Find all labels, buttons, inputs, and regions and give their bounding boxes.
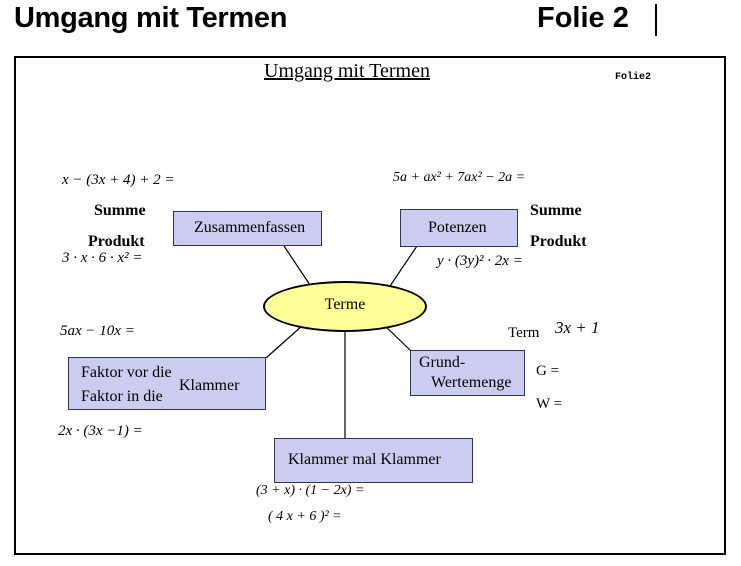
node-ellipse-terme[interactable]: Terme bbox=[263, 281, 427, 332]
node-box-klammer-mal-klammer[interactable]: Klammer mal Klammer bbox=[274, 438, 473, 483]
node-box-zusammenfassen[interactable]: Zusammenfassen bbox=[173, 211, 322, 246]
label-summe-right: Summe bbox=[530, 202, 582, 219]
label-produkt-left: Produkt bbox=[88, 233, 145, 250]
expression-lower-left: 2x · (3x −1) = bbox=[58, 423, 143, 439]
expression-term-example: 3x + 1 bbox=[555, 318, 600, 337]
node-box-potenzen[interactable]: Potenzen bbox=[400, 209, 518, 247]
expression-left-product: 3 · x · 6 · x² = bbox=[62, 250, 143, 266]
label-wertemenge: W = bbox=[536, 396, 563, 412]
node-label-potenzen: Potenzen bbox=[428, 219, 487, 236]
expression-right-power: y · (3y)² · 2x = bbox=[437, 253, 523, 269]
window-title-bar: Umgang mit Termen Folie 2 bbox=[0, 0, 741, 48]
node-label-zusammenfassen: Zusammenfassen bbox=[194, 219, 306, 236]
label-produkt-right: Produkt bbox=[530, 233, 587, 250]
node-label-klammer-mal-klammer: Klammer mal Klammer bbox=[288, 451, 441, 468]
node-box-faktor-klammer[interactable]: Faktor vor die Faktor in die Klammer bbox=[68, 357, 266, 410]
node-label-wertemenge: Wertemenge bbox=[431, 374, 512, 391]
node-label-klammer: Klammer bbox=[179, 377, 240, 394]
label-grundmenge: G = bbox=[536, 363, 560, 379]
text-caret bbox=[655, 4, 657, 36]
expression-mid-left: 5ax − 10x = bbox=[60, 323, 135, 339]
expression-bottom-1: (3 + x) · (1 − 2x) = bbox=[256, 483, 365, 498]
node-label-terme: Terme bbox=[324, 296, 366, 313]
expression-bottom-2: ( 4 x + 6 )² = bbox=[268, 509, 342, 524]
node-label-faktor-in-die: Faktor in die bbox=[81, 388, 163, 405]
node-box-grund-wertemenge[interactable]: Grund- Wertemenge bbox=[410, 350, 525, 396]
label-term: Term bbox=[508, 325, 540, 341]
page-title: Umgang mit Termen bbox=[14, 2, 288, 34]
slide-number-label: Folie2 bbox=[615, 72, 652, 83]
node-label-faktor-vor-die: Faktor vor die bbox=[81, 364, 172, 381]
expression-top-right: 5a + ax² + 7ax² − 2a = bbox=[393, 170, 526, 185]
label-summe-left: Summe bbox=[94, 202, 146, 219]
expression-top-left: x − (3x + 4) + 2 = bbox=[62, 172, 175, 188]
slide-title: Umgang mit Termen bbox=[264, 60, 430, 82]
slide-counter: Folie 2 bbox=[537, 2, 629, 34]
node-label-grund: Grund- bbox=[419, 354, 466, 371]
